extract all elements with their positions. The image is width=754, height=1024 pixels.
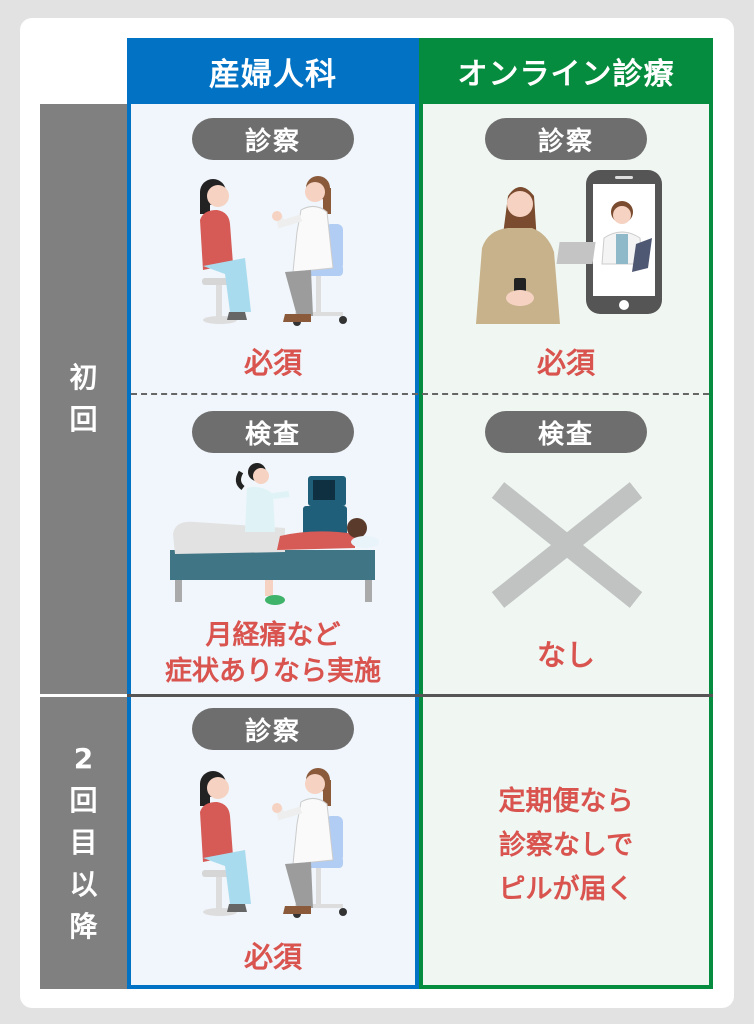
ultrasound-exam-illustration (165, 462, 380, 607)
row-label-char: 降 (69, 910, 98, 943)
pill-test: 検査 (192, 411, 354, 453)
row-label-char: 回 (69, 784, 98, 817)
row-label-char: 目 (69, 826, 98, 859)
smartphone-video-consultation-illustration (470, 168, 670, 328)
dashed-divider (131, 393, 709, 395)
pill-exam: 診察 (192, 118, 354, 160)
cell-online-first (419, 104, 713, 694)
row-label-char: 以 (69, 868, 98, 901)
result-required: 必須 (536, 346, 595, 380)
column-header-online: オンライン診療 (419, 38, 713, 104)
result-conditional: 月経痛など 症状ありなら実施 (131, 618, 415, 690)
pill-test: 検査 (485, 411, 647, 453)
row-header-first-visit: 初 回 (40, 104, 127, 694)
result-none: なし (536, 638, 595, 672)
column-header-clinic: 産婦人科 (127, 38, 419, 104)
result-line: 症状ありなら実施 (165, 656, 381, 687)
row-label-char: 回 (69, 403, 98, 436)
result-line: 定期便なら (498, 786, 634, 817)
doctor-patient-consultation-illustration (185, 172, 365, 332)
row-label-char: 初 (69, 361, 98, 394)
row-header-divider (40, 694, 127, 697)
cross-mark-icon (490, 482, 644, 608)
cell-online-repeat (419, 697, 713, 989)
result-subscription-note: 定期便なら 診察なしで ピルが届く (423, 780, 709, 912)
row-divider (127, 694, 713, 697)
result-line: ピルが届く (498, 874, 634, 905)
result-required: 必須 (243, 346, 302, 380)
row-label-char: 2 (73, 742, 94, 775)
row-header-repeat-visit: 2 回 目 以 降 (40, 697, 127, 989)
pill-exam: 診察 (192, 708, 354, 750)
result-line: 診察なしで (498, 830, 634, 861)
pill-exam: 診察 (485, 118, 647, 160)
result-line: 月経痛など (205, 620, 341, 651)
result-required: 必須 (243, 940, 302, 974)
doctor-patient-consultation-illustration (185, 764, 365, 924)
